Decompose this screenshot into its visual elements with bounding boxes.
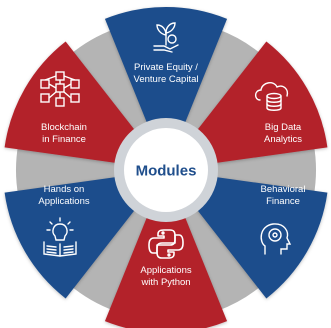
money-plant-icon [153, 22, 179, 53]
segment-label-line: Blockchain [41, 122, 87, 133]
separator-wedge [69, 208, 149, 311]
segment-bd [196, 41, 328, 164]
segment-py [104, 216, 228, 328]
segment-bf [196, 176, 328, 299]
center-title: Modules [136, 163, 197, 180]
segment-bc [4, 41, 136, 164]
python-icon [148, 229, 184, 259]
segment-label-line: Hands on [44, 184, 85, 195]
hub-disc [124, 128, 208, 212]
segment-label-line: Applications [140, 265, 191, 276]
segment-ring [4, 6, 328, 328]
brain-head-icon [260, 223, 292, 255]
segment-label-line: in Finance [42, 134, 86, 145]
separator-wedge [69, 29, 149, 132]
segment-label-line: Big Data [265, 122, 302, 133]
segment-label-line: Behavioral [261, 184, 306, 195]
segment-label-line: Venture Capital [134, 74, 199, 85]
segment-label-line: Analytics [264, 134, 302, 145]
segment-label-line: Finance [266, 196, 300, 207]
segment-label-line: Applications [38, 196, 89, 207]
segment-pe [104, 6, 228, 124]
center-hub: Modules [114, 118, 218, 222]
lightbulb-book-icon [43, 217, 77, 257]
segment-ha [4, 176, 136, 299]
segment-label-line: Private Equity / [134, 62, 198, 73]
cloud-database-icon [254, 82, 289, 111]
segment-label-pe: Private Equity /Venture Capital [134, 62, 199, 85]
segment-label-line: with Python [140, 277, 190, 288]
separator-wedge [183, 208, 263, 311]
separator-wedge [183, 29, 263, 132]
blockchain-icon [40, 71, 80, 107]
